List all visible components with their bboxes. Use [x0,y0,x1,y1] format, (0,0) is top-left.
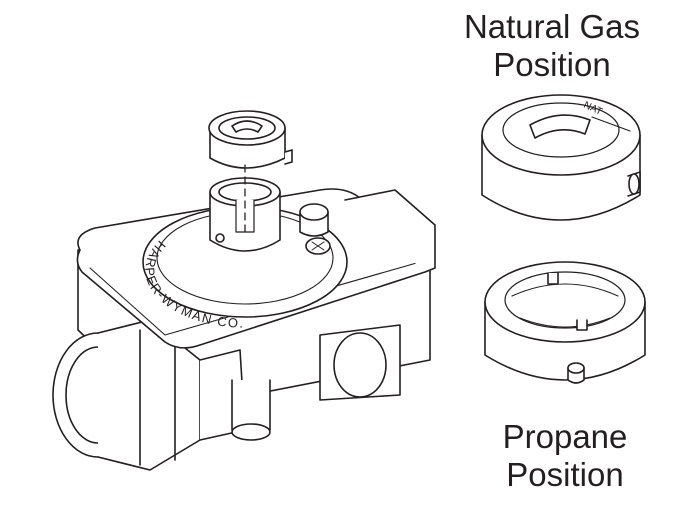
natural-gas-caption-line2: Position [493,46,611,83]
diaphragm-dome [142,206,348,318]
natural-gas-cap: NAT [481,94,641,221]
propane-cap-notch-top [547,272,559,285]
propane-cap-notch-bottom [576,319,588,331]
propane-cap-pin [567,362,585,374]
natural-gas-caption: Natural Gas Position [437,8,667,84]
inlet-fitting [52,319,246,471]
exploded-cap [208,110,293,236]
propane-caption: Propane Position [450,418,680,494]
vent-cap [299,203,331,255]
natural-gas-caption-line1: Natural Gas [463,8,641,45]
propane-caption-line2: Position [506,456,624,493]
regulator-body: HARPER-WYMAN CO. [52,177,436,471]
ng-cap-slot [529,114,591,139]
outlet-fitting [319,324,401,401]
propane-cap [484,261,646,384]
propane-caption-line1: Propane [502,418,628,455]
bottom-nozzle [231,379,271,441]
